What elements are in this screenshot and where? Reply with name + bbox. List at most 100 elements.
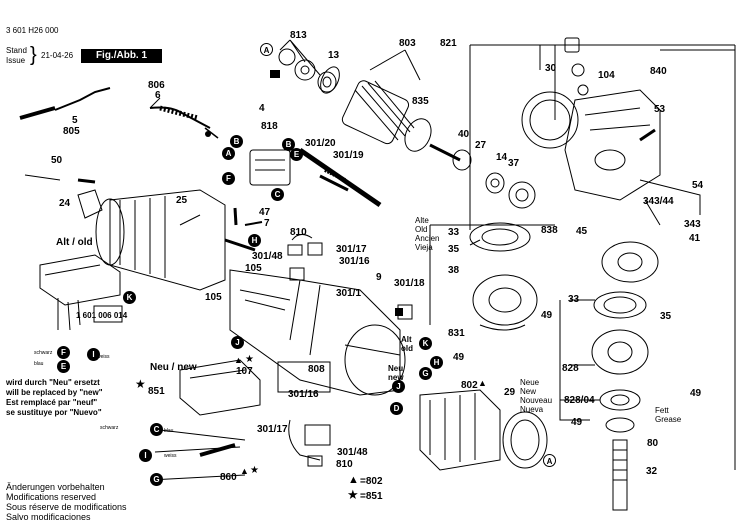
callout-e-left: E <box>57 360 70 373</box>
part-label-6: 6 <box>155 90 161 101</box>
cover-plate <box>277 361 331 393</box>
part-label-104: 104 <box>598 70 615 81</box>
alt-old-label: Alt / old <box>56 237 93 248</box>
part-number-label: 1 601 006 014 <box>76 311 128 320</box>
replacement-note-de: wird durch "Neu" ersetzt <box>6 378 100 387</box>
callout-i-bottom: I <box>139 449 152 462</box>
wire-color-weiss-bottom: weiss <box>164 453 177 459</box>
part-label-805: 805 <box>63 126 80 137</box>
replacement-note-es: se sustituye por "Nuevo" <box>6 408 102 417</box>
callout-j-right: J <box>392 380 405 393</box>
part-label-9: 9 <box>376 272 382 283</box>
callout-k-right: K <box>419 337 432 350</box>
part-label-7: 7 <box>264 218 270 229</box>
part-label-50: 50 <box>51 155 63 166</box>
part-label-803: 803 <box>399 38 416 49</box>
star-mark-851: ★ <box>135 377 146 391</box>
issue-date: 21-04-26 <box>41 51 74 60</box>
part-label-810-top: 810 <box>290 227 307 238</box>
part-label-49-c: 49 <box>690 388 702 399</box>
old-label: Old <box>415 225 428 234</box>
part-label-301-48-bottom: 301/48 <box>337 447 368 458</box>
part-label-301-16-bottom: 301/16 <box>288 389 319 400</box>
part-label-808: 808 <box>308 364 325 375</box>
star-mark-860: ★ <box>250 465 259 476</box>
callout-c-top: C <box>271 188 284 201</box>
part-label-33-right: 33 <box>568 294 580 305</box>
part-label-301-17-bottom: 301/17 <box>257 424 288 435</box>
part-label-47: 47 <box>259 207 271 218</box>
alte-label: Alte <box>415 216 429 225</box>
nueva-label: Nueva <box>520 405 544 414</box>
gear-head-drawing <box>521 89 661 201</box>
part-label-54: 54 <box>692 180 704 191</box>
callout-a-top: A <box>260 43 273 56</box>
figure-label: Fig./Abb. 1 <box>81 49 162 63</box>
part-label-301-20: 301/20 <box>305 138 336 149</box>
legend-star-value: =851 <box>360 491 383 502</box>
callout-f-left: F <box>57 346 70 359</box>
part-label-828-04: 828/04 <box>564 395 595 406</box>
document-number: 3 601 H26 000 <box>6 26 59 35</box>
callout-e: E <box>290 148 303 161</box>
wire-color-schwarz-top: schwarz <box>34 350 53 356</box>
part-label-33-left: 33 <box>448 227 460 238</box>
callout-a-left: A <box>222 147 235 160</box>
legend-star-icon: ★ <box>347 487 359 502</box>
callout-i-left: I <box>87 348 100 361</box>
triangle-mark-107: ▲ <box>234 355 243 365</box>
motor-housing-drawing <box>229 269 406 396</box>
callout-f-top: F <box>222 172 235 185</box>
callout-h-top: H <box>248 234 261 247</box>
part-label-343-44: 343/44 <box>643 196 674 207</box>
triangle-mark-860: ▲ <box>240 466 249 476</box>
neu-new-label: Neu / new <box>150 362 197 373</box>
triangle-mark-802: ▲ <box>478 378 487 388</box>
part-label-14: 14 <box>496 152 508 163</box>
part-label-343: 343 <box>684 219 701 230</box>
neu-stack-label: Neu <box>388 364 404 373</box>
part-label-24: 24 <box>59 198 71 209</box>
part-label-838: 838 <box>541 225 558 236</box>
callout-b-left: B <box>230 135 243 148</box>
vieja-label: Vieja <box>415 243 433 252</box>
part-label-41: 41 <box>689 233 701 244</box>
part-label-835: 835 <box>412 96 429 107</box>
stand-label: Stand <box>6 46 27 55</box>
footer-line-es: Salvo modificaciones <box>6 512 91 522</box>
alt-stack-label: Alt <box>401 335 412 344</box>
callout-g-right: G <box>419 367 432 380</box>
callout-h-right: H <box>430 356 443 369</box>
field-coil-drawing <box>419 389 501 471</box>
wire-color-weiss-top: weiss <box>97 354 110 360</box>
part-label-813: 813 <box>290 30 307 41</box>
old-stack-label: old <box>401 344 413 353</box>
issue-label: Issue <box>6 56 26 65</box>
part-label-45: 45 <box>576 226 588 237</box>
armature-drawing <box>320 66 461 162</box>
part-label-301-18: 301/18 <box>394 278 425 289</box>
callout-g-bottom: G <box>150 473 163 486</box>
callout-d-right: D <box>390 402 403 415</box>
part-label-806: 806 <box>148 80 165 91</box>
callout-c-bottom: C <box>150 423 163 436</box>
part-label-13: 13 <box>328 50 340 61</box>
part-label-35-left: 35 <box>448 244 460 255</box>
part-label-301-16-top: 301/16 <box>339 256 370 267</box>
part-label-301-17-top: 301/17 <box>336 244 367 255</box>
switch-assembly <box>249 149 291 186</box>
part-label-80: 80 <box>647 438 659 449</box>
new-stack-label: new <box>388 373 404 382</box>
grease-label-fett: Fett <box>655 406 669 415</box>
part-label-27: 27 <box>475 140 487 151</box>
part-label-107: 107 <box>236 366 253 377</box>
part-label-25: 25 <box>176 195 188 206</box>
part-label-29: 29 <box>504 387 516 398</box>
footer-line-en: Modifications reserved <box>6 492 97 502</box>
part-label-301-1: 301/1 <box>336 288 362 299</box>
part-label-818: 818 <box>261 121 278 132</box>
new-label: New <box>520 387 537 396</box>
part-label-40: 40 <box>458 129 470 140</box>
frame-line-top <box>470 44 736 470</box>
